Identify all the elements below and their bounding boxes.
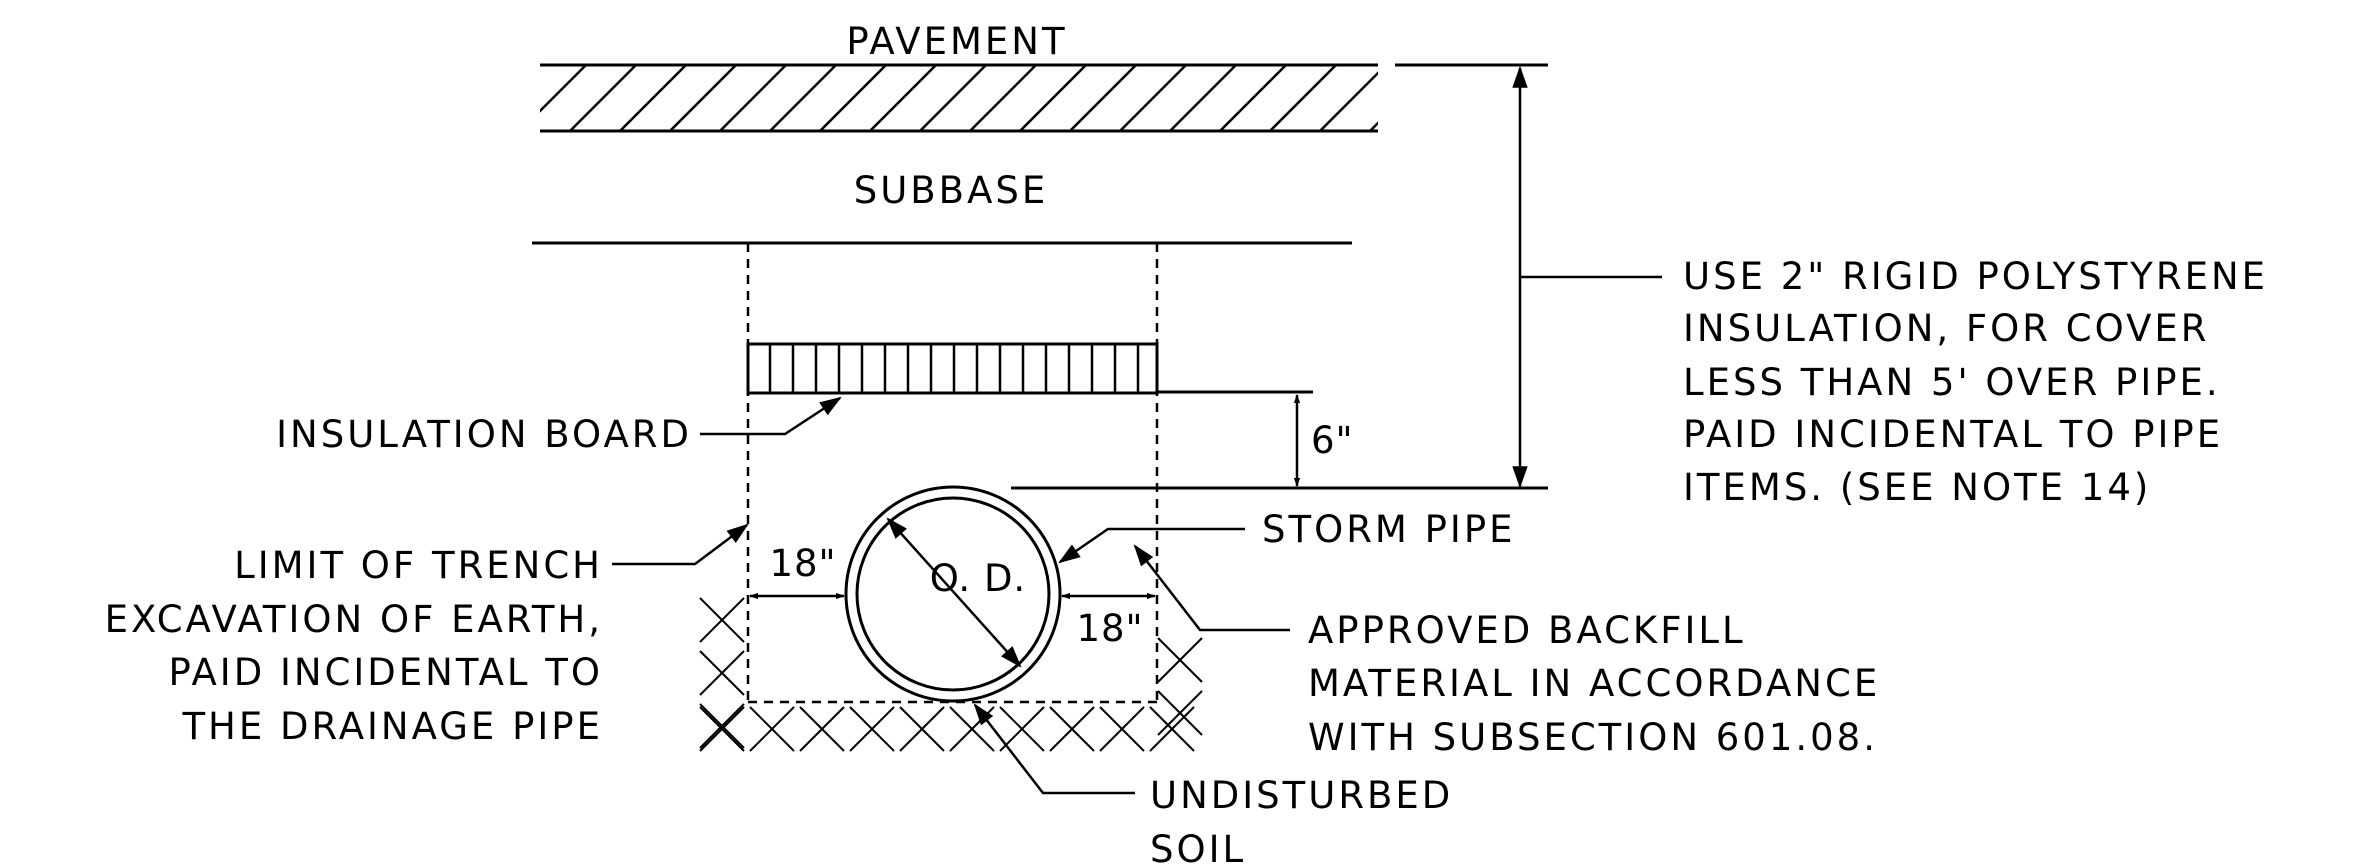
trench-limit-lines [746, 243, 1159, 704]
hatch-line [799, 706, 845, 752]
hatch-line [869, 65, 937, 131]
od-dimension-line [886, 517, 1022, 668]
hatch-line [969, 65, 1037, 131]
left-18in-label: 18" [769, 542, 836, 585]
storm-pipe-label: STORM PIPE [1262, 508, 1516, 551]
svg-text:APPROVED BACKFILL: APPROVED BACKFILL [1308, 609, 1746, 652]
undisturbed-soil-leader [973, 703, 1135, 795]
hatch-line [699, 650, 745, 696]
svg-text:ITEMS. (SEE NOTE 14): ITEMS. (SEE NOTE 14) [1683, 466, 2151, 509]
hatch-line [1157, 690, 1203, 736]
hatch-line [999, 706, 1045, 752]
limit-of-trench-leader [612, 523, 749, 566]
hatch-line [749, 706, 795, 752]
undisturbed-soil-note: UNDISTURBED SOIL [1150, 774, 1453, 867]
hatch-line [769, 65, 837, 131]
hatch-line [899, 706, 945, 752]
insulation-board-leader [700, 396, 842, 436]
hatch-line [1157, 637, 1203, 683]
hatch-line [699, 703, 745, 749]
svg-text:WITH SUBSECTION 601.08.: WITH SUBSECTION 601.08. [1308, 716, 1878, 759]
approved-backfill-leader [1133, 544, 1290, 632]
hatch-line [699, 597, 745, 643]
hatch-line [1369, 121, 1378, 131]
hatch-line [719, 65, 787, 131]
svg-text:PAID INCIDENTAL TO: PAID INCIDENTAL TO [169, 651, 603, 694]
hatch-line [569, 65, 637, 131]
hatch-line [1169, 65, 1237, 131]
limit-of-trench-note: LIMIT OF TRENCH EXCAVATION OF EARTH, PAI… [105, 544, 603, 748]
hatch-line [699, 706, 745, 752]
hatch-line [540, 65, 587, 113]
approved-backfill-note: APPROVED BACKFILL MATERIAL IN ACCORDANCE… [1308, 609, 1880, 759]
svg-text:UNDISTURBED: UNDISTURBED [1150, 774, 1453, 817]
svg-text:USE 2" RIGID POLYSTYRENE: USE 2" RIGID POLYSTYRENE [1683, 255, 2268, 298]
hatch-line [849, 706, 895, 752]
hatch-line [819, 65, 887, 131]
undisturbed-soil-hatch [699, 597, 1203, 752]
right-18in-label: 18" [1076, 607, 1143, 650]
svg-text:LIMIT OF TRENCH: LIMIT OF TRENCH [234, 544, 603, 587]
hatch-line [1069, 65, 1137, 131]
subbase-label: SUBBASE [854, 169, 1049, 212]
use-insulation-note: USE 2" RIGID POLYSTYRENE INSULATION, FOR… [1683, 255, 2268, 509]
insulation-board-label: INSULATION BOARD [276, 413, 692, 456]
six-inch-label: 6" [1311, 419, 1354, 462]
storm-pipe-leader [1058, 527, 1245, 564]
svg-text:LESS THAN 5' OVER PIPE.: LESS THAN 5' OVER PIPE. [1683, 361, 2221, 404]
hatch-line [1049, 706, 1095, 752]
hatch-line [1149, 706, 1195, 752]
pavement-layer [540, 63, 1378, 133]
hatch-line [1099, 706, 1145, 752]
hatch-line [619, 65, 687, 131]
hatch-line [669, 65, 737, 131]
hatch-line [1119, 65, 1187, 131]
svg-text:INSULATION, FOR COVER: INSULATION, FOR COVER [1683, 307, 2209, 350]
svg-text:MATERIAL IN ACCORDANCE: MATERIAL IN ACCORDANCE [1308, 662, 1880, 705]
hatch-line [1269, 65, 1337, 131]
pavement-label: PAVEMENT [846, 20, 1067, 63]
svg-text:SOIL: SOIL [1150, 828, 1246, 867]
insulation-board [746, 342, 1159, 395]
svg-text:PAID INCIDENTAL TO PIPE: PAID INCIDENTAL TO PIPE [1683, 413, 2223, 456]
storm-pipe [844, 485, 1062, 703]
svg-text:EXCAVATION OF EARTH,: EXCAVATION OF EARTH, [105, 598, 603, 641]
od-label: O. D. [930, 557, 1026, 600]
hatch-line [1319, 71, 1378, 131]
hatch-line [919, 65, 987, 131]
svg-text:THE DRAINAGE PIPE: THE DRAINAGE PIPE [181, 705, 603, 748]
hatch-line [1019, 65, 1087, 131]
hatch-line [1219, 65, 1287, 131]
